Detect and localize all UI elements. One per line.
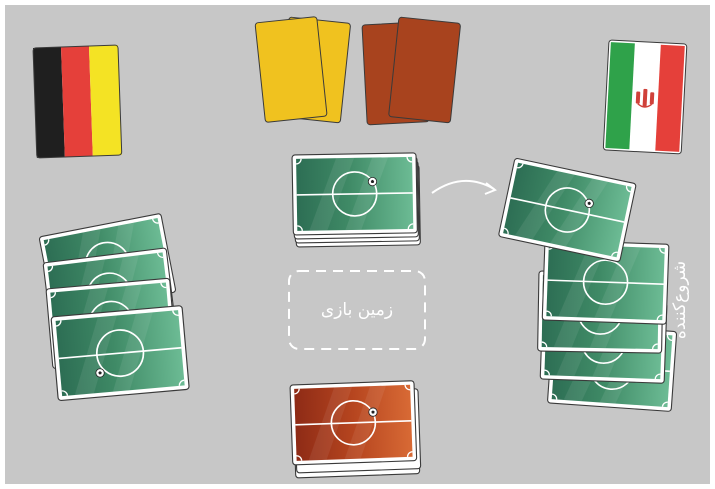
starter-label: شروع‌کننده [670,261,690,339]
play-area-label: زمین بازی [321,300,393,320]
bottom-deck[interactable] [290,381,421,478]
right-player-hand[interactable] [498,158,676,411]
germany-flag [33,45,122,158]
game-scene: زمین بازی شروع‌کننده [5,5,710,484]
red-card-pile[interactable] [362,17,461,125]
iran-flag [603,40,687,154]
bottom-deck-top-card[interactable] [290,381,417,465]
football-icon [96,368,105,377]
game-board: زمین بازی شروع‌کننده [5,5,710,484]
arrow-icon [432,181,494,193]
center-deck[interactable] [292,153,420,247]
football-icon [369,408,378,417]
center-deck-top-card[interactable] [292,153,417,235]
yellow-card-pile[interactable] [255,17,351,123]
arrow-head-icon [485,183,495,194]
right-hand-drawn-card[interactable] [498,158,636,262]
football-icon [368,177,377,186]
left-player-hand[interactable] [39,213,189,400]
left-hand-card[interactable] [51,306,189,401]
